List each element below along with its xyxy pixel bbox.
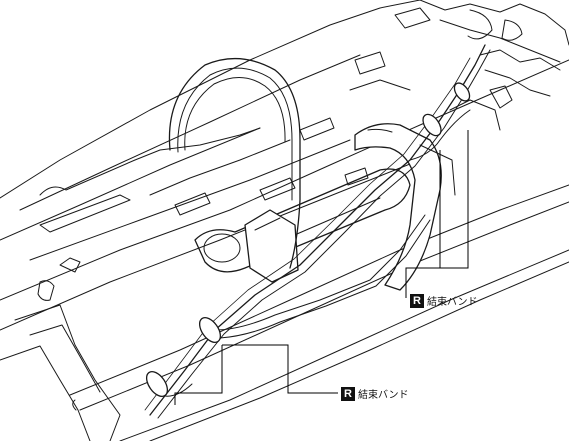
cable-tie-lower <box>198 316 222 344</box>
cable-tie-mid <box>422 113 442 137</box>
callout-cable-tie-lower: R 結束バンド <box>341 386 409 401</box>
leader-lower <box>222 344 338 394</box>
callout-label: 結束バンド <box>358 390 409 401</box>
callout-label: 結束バンド <box>427 297 478 308</box>
callout-badge: R <box>410 293 424 308</box>
cable-ties <box>145 82 471 398</box>
leader-lines <box>174 130 469 405</box>
cable-tie-bottom <box>145 370 169 398</box>
upper-right-assembly <box>349 0 569 131</box>
center-panels <box>39 117 456 291</box>
leader-upper-right <box>440 130 469 269</box>
leader-upper-left <box>405 150 441 298</box>
cable-tie-top <box>453 82 471 102</box>
callout-cable-tie-upper: R 結束バンド <box>410 293 478 308</box>
leader-lower-bottom <box>174 345 223 405</box>
callout-badge: R <box>341 386 355 401</box>
